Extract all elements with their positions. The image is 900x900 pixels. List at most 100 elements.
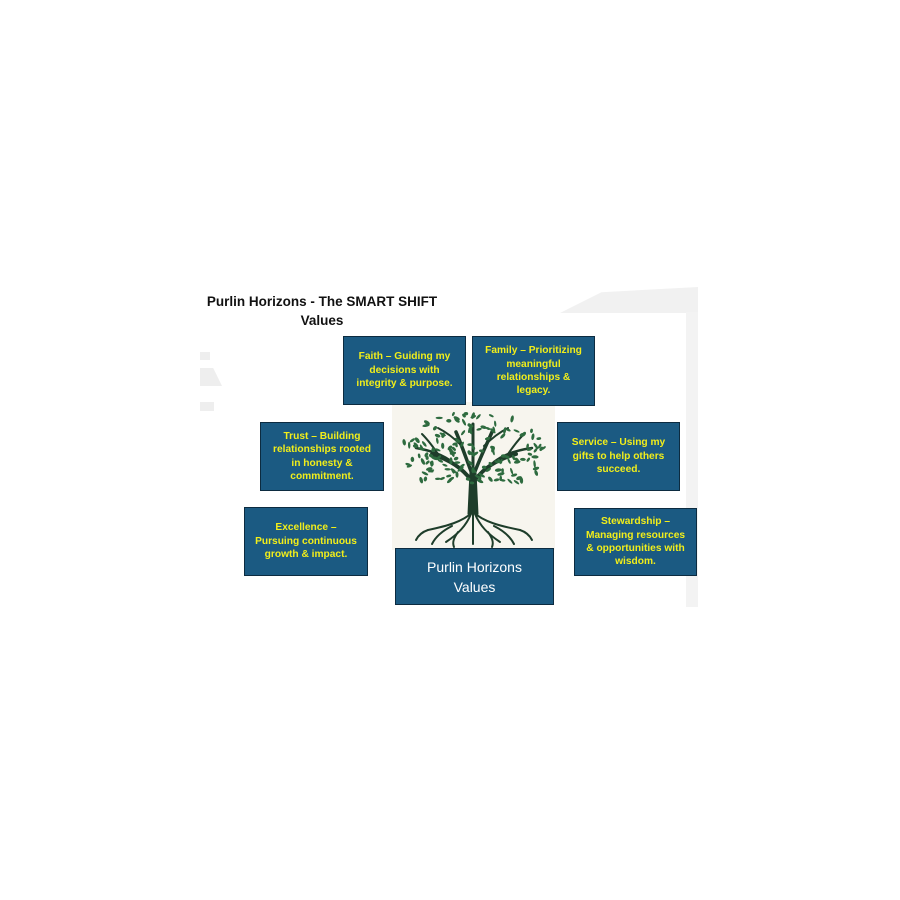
leaf-shape — [451, 446, 456, 451]
leaf-shape — [488, 476, 493, 482]
excellence-line-3: growth & impact. — [264, 549, 348, 561]
leaf-shape — [476, 427, 482, 431]
stewardship-line-3: & opportunities with — [586, 543, 685, 554]
leaf-shape — [471, 444, 476, 450]
leaf-shape — [419, 476, 424, 484]
value-box-trust: Trust – Building relationships rooted in… — [260, 422, 384, 491]
leaf-shape — [446, 478, 453, 484]
leaf-shape — [459, 463, 465, 468]
family-line-4: legacy. — [516, 385, 551, 397]
diagram-title: Purlin Horizons - The SMART SHIFT Values — [204, 292, 440, 330]
title-line-1: Purlin Horizons - The SMART SHIFT — [206, 294, 438, 309]
leaf-shape — [435, 477, 441, 481]
leaf-shape — [446, 418, 452, 423]
leaf-shape — [497, 472, 505, 476]
leaf-shape — [425, 460, 430, 465]
leaf-shape — [485, 467, 491, 472]
leaf-shape — [494, 468, 502, 472]
leaf-shape — [507, 458, 511, 464]
leaf-shape — [490, 428, 496, 434]
leaf-shape — [461, 430, 466, 436]
trust-line-3: in honesty & — [291, 457, 353, 469]
trust-line-4: commitment. — [290, 470, 354, 482]
leaf-shape — [531, 433, 535, 441]
leaf-shape — [471, 412, 475, 419]
leaf-shape — [530, 428, 533, 433]
leaf-shape — [431, 447, 436, 453]
family-text: Family – Prioritizing meaningful relatio… — [485, 344, 582, 398]
leaf-shape — [513, 480, 520, 485]
leaf-shape — [435, 437, 439, 444]
leaf-shape — [526, 443, 529, 449]
trust-line-2: relationships rooted — [273, 444, 371, 456]
leaf-shape — [453, 456, 459, 461]
leaf-shape — [510, 415, 514, 423]
leaf-shape — [439, 432, 446, 437]
leaf-shape — [414, 437, 420, 444]
leaf-shape — [423, 476, 428, 482]
leaf-shape — [503, 427, 507, 435]
value-box-faith: Faith – Guiding my decisions with integr… — [343, 336, 466, 405]
leaf-shape — [439, 476, 445, 481]
leaf-shape — [413, 442, 419, 448]
leaf-shape — [463, 411, 469, 416]
leaf-shape — [511, 454, 516, 461]
leaf-shape — [493, 478, 500, 482]
value-box-family: Family – Prioritizing meaningful relatio… — [472, 336, 595, 406]
leaf-shape — [460, 441, 464, 447]
leaf-shape — [449, 457, 453, 465]
leaf-shape — [452, 442, 458, 446]
family-line-3: relationships & — [496, 372, 571, 383]
leaf-shape — [513, 429, 520, 433]
leaf-shape — [420, 458, 426, 465]
leaf-shape — [467, 443, 473, 447]
leaf-shape — [469, 481, 475, 485]
excellence-line-2: Pursuing continuous — [255, 535, 357, 547]
stewardship-line-4: wisdom. — [615, 556, 656, 568]
leaf-shape — [429, 461, 434, 466]
trust-line-1: Trust – Building — [283, 430, 361, 442]
leaf-shape — [406, 464, 413, 468]
leaf-shape — [476, 414, 481, 420]
leaf-shape — [441, 442, 445, 449]
leaf-shape — [531, 455, 539, 459]
center-title-line-1: Purlin Horizons — [427, 558, 522, 575]
leaf-shape — [402, 439, 406, 446]
leaf-shape — [434, 448, 441, 452]
leaf-shape — [526, 448, 532, 451]
leaf-shape — [533, 460, 536, 468]
leaf-shape — [534, 469, 539, 476]
leaf-shape — [533, 442, 539, 450]
leaf-shape — [499, 475, 503, 481]
leaf-shape — [448, 447, 453, 455]
leaf-shape — [521, 431, 527, 437]
faith-text: Faith – Guiding my decisions with integr… — [356, 350, 452, 390]
leaf-shape — [481, 465, 487, 470]
leaf-shape — [410, 456, 415, 462]
leaf-shape — [467, 460, 473, 466]
leaf-shape — [453, 416, 460, 421]
leaf-shape — [434, 433, 441, 438]
leaf-shape — [442, 463, 448, 467]
leaf-shape — [539, 446, 544, 452]
service-line-2: gifts to help others — [572, 450, 665, 462]
leaf-shape — [419, 444, 424, 452]
value-box-stewardship: Stewardship – Managing resources & oppor… — [574, 508, 697, 576]
left-edge-artifact — [200, 352, 210, 360]
leaf-shape — [485, 427, 491, 430]
leaf-shape — [424, 452, 429, 457]
title-line-2: Values — [300, 313, 344, 328]
trust-text: Trust – Building relationships rooted in… — [273, 430, 371, 484]
leaf-shape — [497, 459, 501, 464]
leaf-shape — [533, 448, 538, 453]
leaf-shape — [516, 476, 522, 481]
leaf-shape — [527, 452, 533, 456]
excellence-text: Excellence – Pursuing continuous growth … — [255, 521, 357, 561]
leaf-shape — [478, 449, 485, 453]
leaf-shape — [488, 414, 494, 418]
leaf-shape — [454, 461, 461, 464]
stewardship-line-1: Stewardship – — [600, 516, 671, 528]
leaf-shape — [409, 438, 416, 443]
leaf-shape — [507, 478, 513, 484]
